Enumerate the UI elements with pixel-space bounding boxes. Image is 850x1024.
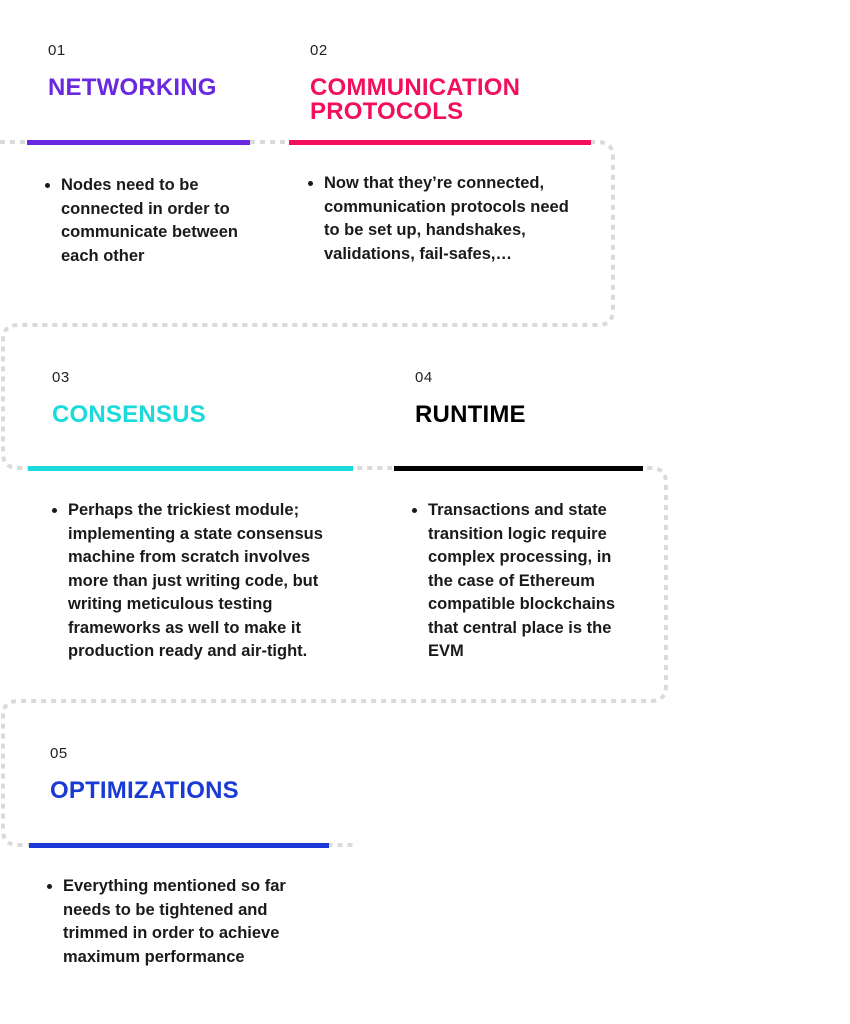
step-number: 04 (415, 369, 433, 386)
step-number: 02 (310, 42, 328, 59)
step-title: COMMUNICATION PROTOCOLS (310, 74, 521, 125)
step-description-list: Nodes need to be connected in order to c… (43, 174, 251, 268)
step-number: 03 (52, 369, 70, 386)
step-description: Transactions and state transition logic … (428, 499, 638, 664)
step-title: CONSENSUS (52, 401, 206, 428)
step-accent-bar (29, 843, 329, 848)
step-description: Nodes need to be connected in order to c… (61, 174, 251, 268)
step-title: RUNTIME (415, 401, 526, 428)
step-number: 05 (50, 745, 68, 762)
step-description: Now that they’re connected, communicatio… (324, 172, 574, 266)
step-accent-bar (28, 466, 353, 471)
step-title: OPTIMIZATIONS (50, 777, 239, 804)
step-accent-bar (27, 140, 250, 145)
step-accent-bar (289, 140, 591, 145)
step-description: Everything mentioned so far needs to be … (63, 875, 313, 969)
step-title: NETWORKING (48, 74, 217, 101)
step-description-list: Now that they’re connected, communicatio… (306, 172, 574, 266)
step-description-list: Perhaps the trickiest module; implementi… (50, 499, 353, 664)
step-number: 01 (48, 42, 66, 59)
step-description-list: Everything mentioned so far needs to be … (45, 875, 313, 969)
step-description-list: Transactions and state transition logic … (410, 499, 638, 664)
step-description: Perhaps the trickiest module; implementi… (68, 499, 353, 664)
step-accent-bar (394, 466, 643, 471)
